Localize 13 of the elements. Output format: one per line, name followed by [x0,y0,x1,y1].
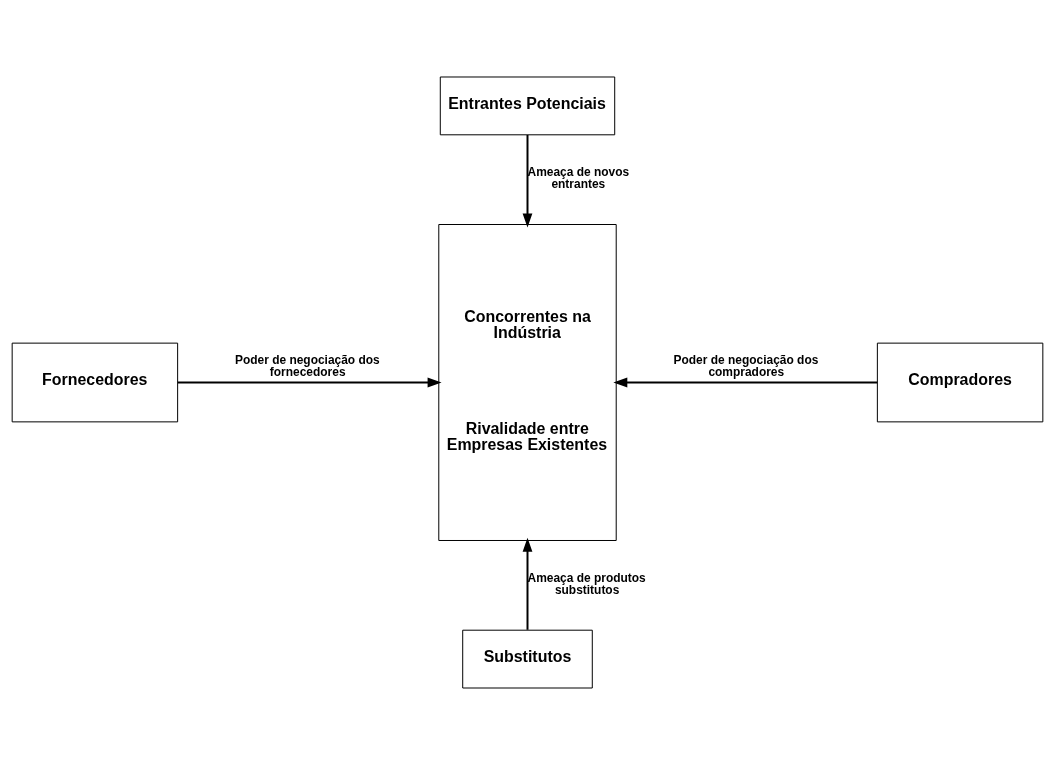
node-box: Substitutos [462,629,593,688]
arrow [522,133,533,227]
edge-label: Poder de negociação dos compradores [673,352,819,379]
node-box: Compradores [876,342,1044,422]
node-box: Entrantes Potenciais [439,76,616,135]
node-box: Concorrentes na Indústria Rivalidade entre Empresas Existentes [438,223,617,541]
edge-label: Poder de negociação dos fornecedores [234,352,380,379]
edge-label: Ameaça de novos entrantes [527,164,630,191]
edge-label: Ameaça de produtos substitutos [527,570,646,597]
arrow [613,377,879,387]
arrow [522,537,533,631]
arrow [176,377,442,387]
node-box: Fornecedores [11,342,179,422]
